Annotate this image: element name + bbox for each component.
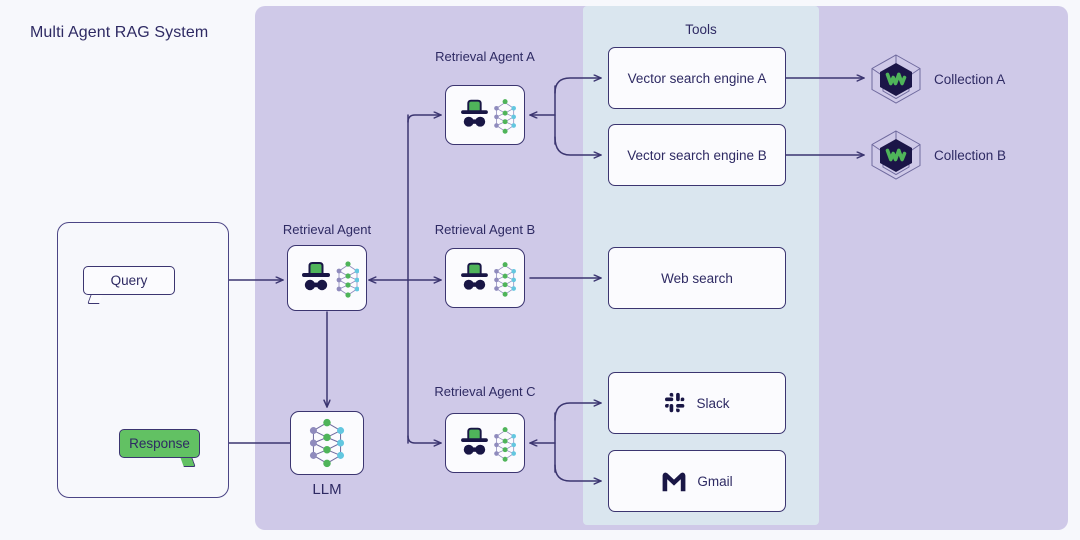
tool-vector-search-engine-b[interactable]: Vector search engine B bbox=[608, 124, 786, 186]
retrieval-agent-c-label: Retrieval Agent C bbox=[434, 384, 536, 399]
collection-a-row[interactable]: Collection A bbox=[868, 53, 1005, 105]
collection-label: Collection B bbox=[934, 147, 1007, 163]
collection-b-row[interactable]: Collection B bbox=[868, 129, 1006, 181]
incognito-agent-icon bbox=[454, 256, 516, 300]
retrieval-agent-b-node[interactable] bbox=[445, 248, 525, 308]
slack-icon bbox=[664, 392, 686, 414]
collection-label: Collection A bbox=[934, 71, 1006, 87]
page-title: Multi Agent RAG System bbox=[30, 24, 209, 41]
tool-gmail[interactable]: Gmail bbox=[608, 450, 786, 512]
retrieval-agent-label: Retrieval Agent bbox=[282, 222, 372, 237]
tool-label: Vector search engine A bbox=[627, 70, 767, 86]
retrieval-agent-a-node[interactable] bbox=[445, 85, 525, 145]
gmail-icon bbox=[661, 471, 687, 492]
retrieval-agent-b-label: Retrieval Agent B bbox=[434, 222, 536, 237]
query-bubble: Query bbox=[83, 266, 175, 295]
tool-vector-search-engine-a[interactable]: Vector search engine A bbox=[608, 47, 786, 109]
tool-slack[interactable]: Slack bbox=[608, 372, 786, 434]
tool-web-search[interactable]: Web search bbox=[608, 247, 786, 309]
incognito-agent-icon bbox=[295, 255, 359, 301]
tool-label: Vector search engine B bbox=[627, 147, 767, 163]
response-bubble: Response bbox=[119, 429, 200, 458]
retrieval-agent-a-label: Retrieval Agent A bbox=[435, 49, 535, 64]
retrieval-agent-node[interactable] bbox=[287, 245, 367, 311]
tool-label: Slack bbox=[696, 395, 730, 411]
tool-label: Gmail bbox=[697, 473, 733, 489]
neural-network-icon bbox=[303, 417, 351, 469]
llm-label: LLM bbox=[312, 481, 342, 498]
incognito-agent-icon bbox=[454, 421, 516, 465]
tools-panel-title: Tools bbox=[685, 22, 717, 37]
llm-node[interactable] bbox=[290, 411, 364, 475]
tool-label: Web search bbox=[661, 270, 733, 286]
retrieval-agent-c-node[interactable] bbox=[445, 413, 525, 473]
weaviate-collection-icon bbox=[868, 129, 924, 181]
incognito-agent-icon bbox=[454, 93, 516, 137]
weaviate-collection-icon bbox=[868, 53, 924, 105]
